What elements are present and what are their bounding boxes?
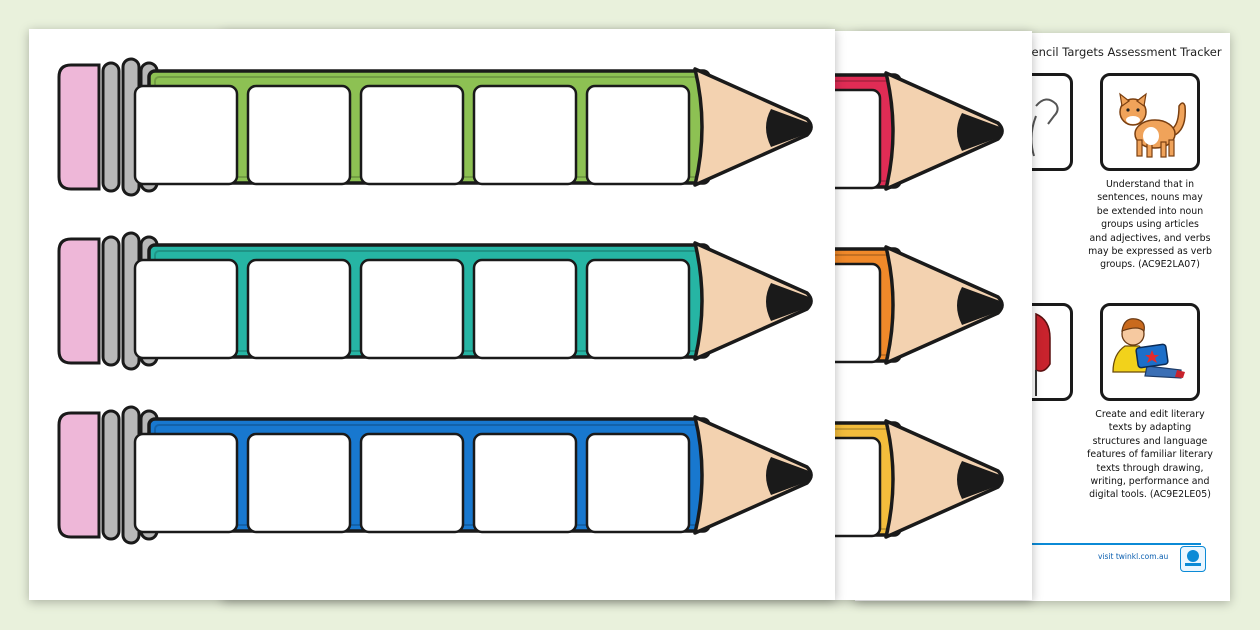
brand-label: twinkl.com xyxy=(643,518,684,527)
pencil-lead xyxy=(957,113,1003,151)
eraser xyxy=(57,411,101,539)
target-box-4 xyxy=(472,432,578,534)
target-box-5 xyxy=(585,258,691,360)
pencil-front-2: twinkl.com xyxy=(57,231,813,371)
ferrule-band xyxy=(101,409,121,541)
target-box-4 xyxy=(472,84,578,186)
target-text-2: Understand that in sentences, nouns may … xyxy=(1088,179,1212,271)
tracker-title: Pencil Targets Assessment Tracker xyxy=(1025,45,1222,59)
target-box-2 xyxy=(246,258,352,360)
pencil-front-1: twinkl.com xyxy=(57,57,813,197)
target-box-1 xyxy=(133,84,239,186)
pencil-tip xyxy=(693,67,813,187)
target-box-5 xyxy=(585,432,691,534)
pencil-tip xyxy=(884,245,1004,365)
pencil-lead xyxy=(957,461,1003,499)
pencil-tip xyxy=(693,241,813,361)
person-red-shirt-icon xyxy=(1035,312,1051,396)
footer-divider xyxy=(1031,543,1201,545)
pencil-lead xyxy=(957,287,1003,325)
card-boy-tablet xyxy=(1100,303,1200,401)
ferrule-band xyxy=(101,61,121,193)
boy-with-tablet-icon xyxy=(1112,318,1185,379)
pencil-lead xyxy=(766,283,812,321)
cat-icon xyxy=(1119,92,1186,158)
pencil-lead xyxy=(766,457,812,495)
target-box-5 xyxy=(585,84,691,186)
target-text-4: Create and edit literary texts by adapti… xyxy=(1087,409,1213,501)
cool-pencils-drawing: twinkl.com twinkl.com twinkl.com xyxy=(57,57,813,545)
target-box-3 xyxy=(359,432,465,534)
target-box-1 xyxy=(133,258,239,360)
ferrule-band xyxy=(101,235,121,367)
target-box-3 xyxy=(359,258,465,360)
target-box-1 xyxy=(133,432,239,534)
card-cat xyxy=(1100,73,1200,171)
cool-pencil-sheet: twinkl.com twinkl.com twinkl.com xyxy=(29,29,835,600)
pencil-tip xyxy=(693,415,813,535)
target-box-2 xyxy=(246,84,352,186)
target-box-2 xyxy=(246,432,352,534)
footer-link[interactable]: visit twinkl.com.au xyxy=(1098,552,1169,561)
brand-label: twinkl.com xyxy=(643,170,684,179)
eraser xyxy=(57,237,101,365)
pencil-tip xyxy=(884,71,1004,191)
eraser xyxy=(57,63,101,191)
brand-label: twinkl.com xyxy=(834,522,875,531)
brand-label: twinkl.com xyxy=(834,348,875,357)
pencil-tip xyxy=(884,419,1004,539)
target-box-4 xyxy=(472,258,578,360)
pencil-front-3: twinkl.com xyxy=(57,405,813,545)
pencil-lead xyxy=(766,109,812,147)
brand-label: twinkl.com xyxy=(834,174,875,183)
target-box-3 xyxy=(359,84,465,186)
brand-label: twinkl.com xyxy=(643,344,684,353)
twinkl-quality-badge-icon xyxy=(1180,546,1206,572)
